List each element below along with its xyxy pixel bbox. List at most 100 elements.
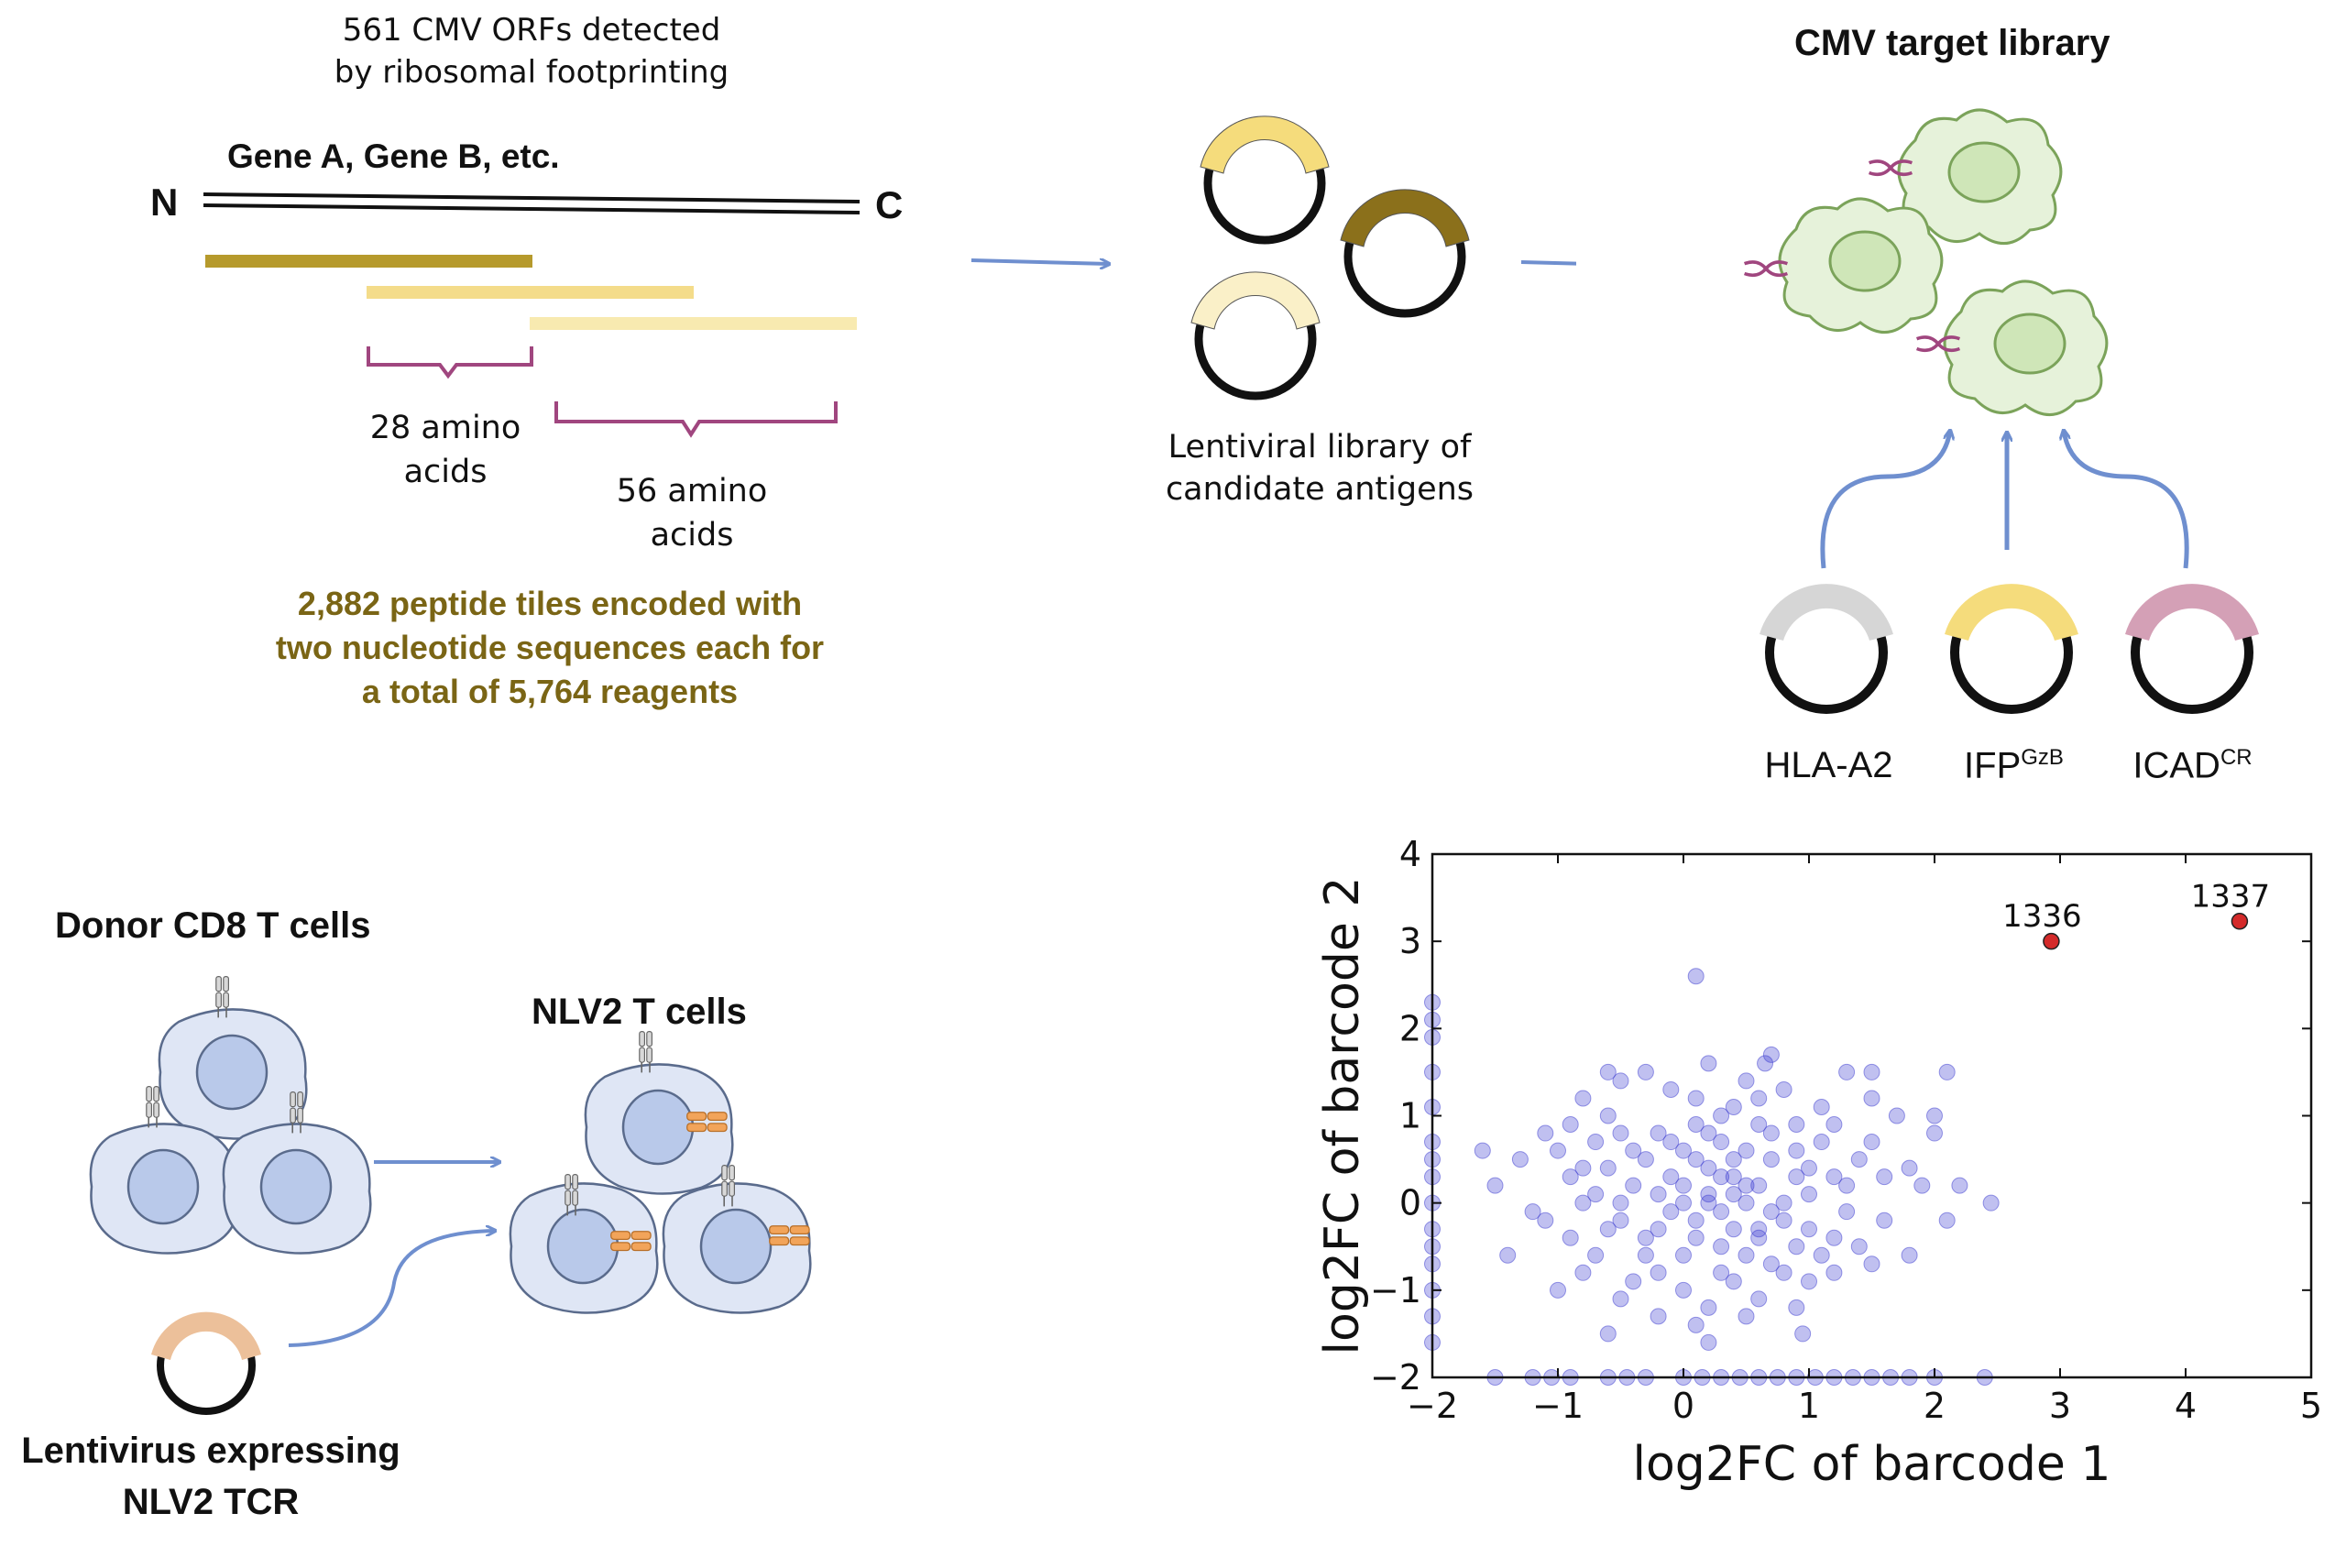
scatter-point [1650, 1124, 1667, 1142]
scatter-point [1738, 1142, 1755, 1159]
scatter-point [1486, 1177, 1504, 1194]
overlap-label: 28 amino acids [349, 406, 542, 494]
hla-a2-label: HLA-A2 [1749, 745, 1909, 786]
scatter-point [1550, 1281, 1566, 1299]
scatter-point [1687, 1151, 1705, 1168]
scatter-point [1750, 1090, 1768, 1107]
protein-backbone-top [203, 192, 861, 203]
x-tick-label: 1 [1798, 1386, 1820, 1426]
scatter-point [1813, 1134, 1830, 1151]
scatter-point [1637, 1229, 1654, 1246]
scatter-point [1863, 1063, 1880, 1080]
scatter-point [1825, 1116, 1843, 1134]
scatter-point [1675, 1142, 1692, 1159]
scatter-point [1524, 1203, 1541, 1221]
scatter-point [1788, 1299, 1805, 1316]
scatter-point [1801, 1159, 1817, 1177]
scatter-point [1700, 1055, 1717, 1072]
y-tick-label: 4 [1399, 834, 1421, 874]
scatter-point [1725, 1151, 1742, 1168]
scatter-point [1713, 1238, 1730, 1255]
scatter-point [1825, 1229, 1843, 1246]
scatter-point [1625, 1142, 1642, 1159]
y-tick-label: 3 [1399, 921, 1421, 961]
scatter-point [1725, 1098, 1742, 1115]
scatter-point [1574, 1159, 1592, 1177]
overlap-label-line2: acids [403, 454, 488, 490]
scatter-point [1700, 1299, 1717, 1316]
scatter-point [1750, 1221, 1768, 1238]
scatter-point [1738, 1308, 1755, 1325]
scatter-point [1775, 1194, 1792, 1212]
scatter-point [1687, 1090, 1705, 1107]
scatter-point [1700, 1186, 1717, 1203]
scatter-points: 1336 1337 [1424, 878, 2271, 1386]
scatter-point [1625, 1273, 1642, 1290]
scatter-point [1725, 1273, 1742, 1290]
icad-label-text: ICAD [2132, 745, 2220, 786]
x-tick-label: −1 [1532, 1386, 1584, 1426]
tile-length-line1: 56 amino [616, 473, 768, 510]
icad-cr-plasmid [2125, 584, 2259, 714]
scatter-point [1625, 1177, 1642, 1194]
ifp-gzb-plasmid [1945, 584, 2078, 714]
scatter-point [1587, 1246, 1605, 1264]
scatter-point [1662, 1080, 1680, 1098]
hit-point-label: 1337 [2191, 878, 2271, 915]
scatter-point [1587, 1186, 1605, 1203]
scatter-point [1926, 1107, 1943, 1124]
tcell-graphic [89, 975, 812, 1415]
scatter-point [1474, 1142, 1491, 1159]
library-caption-line2: candidate antigens [1165, 471, 1474, 508]
scatter-point [1788, 1116, 1805, 1134]
scatter-point [1750, 1290, 1768, 1308]
scatter-point [1913, 1177, 1931, 1194]
scatter-point [1825, 1264, 1843, 1281]
lentivirus-label-line1: Lentivirus expressing [21, 1431, 400, 1471]
tile-length-bracket [554, 401, 838, 438]
scatter-point [1700, 1333, 1717, 1351]
scatter-point [1901, 1246, 1918, 1264]
scatter-point [1825, 1168, 1843, 1186]
hla-arrow [1820, 431, 1950, 569]
tiling-header-line2: by ribosomal footprinting [334, 54, 729, 91]
library-plasmid-2 [1340, 189, 1470, 318]
insert-segment [1945, 584, 2078, 641]
icad-arrow [2064, 431, 2189, 569]
y-tick-label: −1 [1370, 1270, 1421, 1310]
cd8-receptor [145, 1085, 160, 1129]
scatter-point [1587, 1134, 1605, 1151]
icad-superscript: CR [2220, 745, 2253, 770]
peptide-tile-1 [205, 255, 532, 268]
scatter-point [1562, 1116, 1579, 1134]
scatter-point [1499, 1246, 1517, 1264]
hla-a2-plasmid [1760, 584, 1893, 714]
scatter-point [1863, 1134, 1880, 1151]
scatter-point [1876, 1212, 1893, 1229]
scatter-point [1850, 1238, 1868, 1255]
lentivirus-label: Lentivirus expressing NLV2 TCR [0, 1425, 422, 1528]
scatter-point [1982, 1194, 2000, 1212]
scatter-point [1750, 1177, 1768, 1194]
insert-segment [151, 1311, 261, 1360]
scatter-point [1738, 1177, 1755, 1194]
scatter-point [1775, 1264, 1792, 1281]
target-title: CMV target library [1794, 23, 2110, 63]
scatter-point [1938, 1212, 1956, 1229]
scatter-point [1612, 1194, 1629, 1212]
y-tick-label: 0 [1399, 1183, 1421, 1223]
hit-point-label: 1336 [2002, 898, 2082, 935]
scatter-point [1713, 1168, 1730, 1186]
scatter-point [1574, 1194, 1592, 1212]
scatter-point [1675, 1246, 1692, 1264]
icad-cr-label: ICADCR [2112, 745, 2273, 786]
scatter-point [1713, 1264, 1730, 1281]
scatter-point [1599, 1107, 1617, 1124]
scatter-point [1687, 1116, 1705, 1134]
tiling-header: 561 CMV ORFs detected by ribosomal footp… [275, 9, 788, 93]
peptide-tile-3 [530, 317, 857, 330]
scatter-point [1700, 1124, 1717, 1142]
scatter-point [1813, 1098, 1830, 1115]
